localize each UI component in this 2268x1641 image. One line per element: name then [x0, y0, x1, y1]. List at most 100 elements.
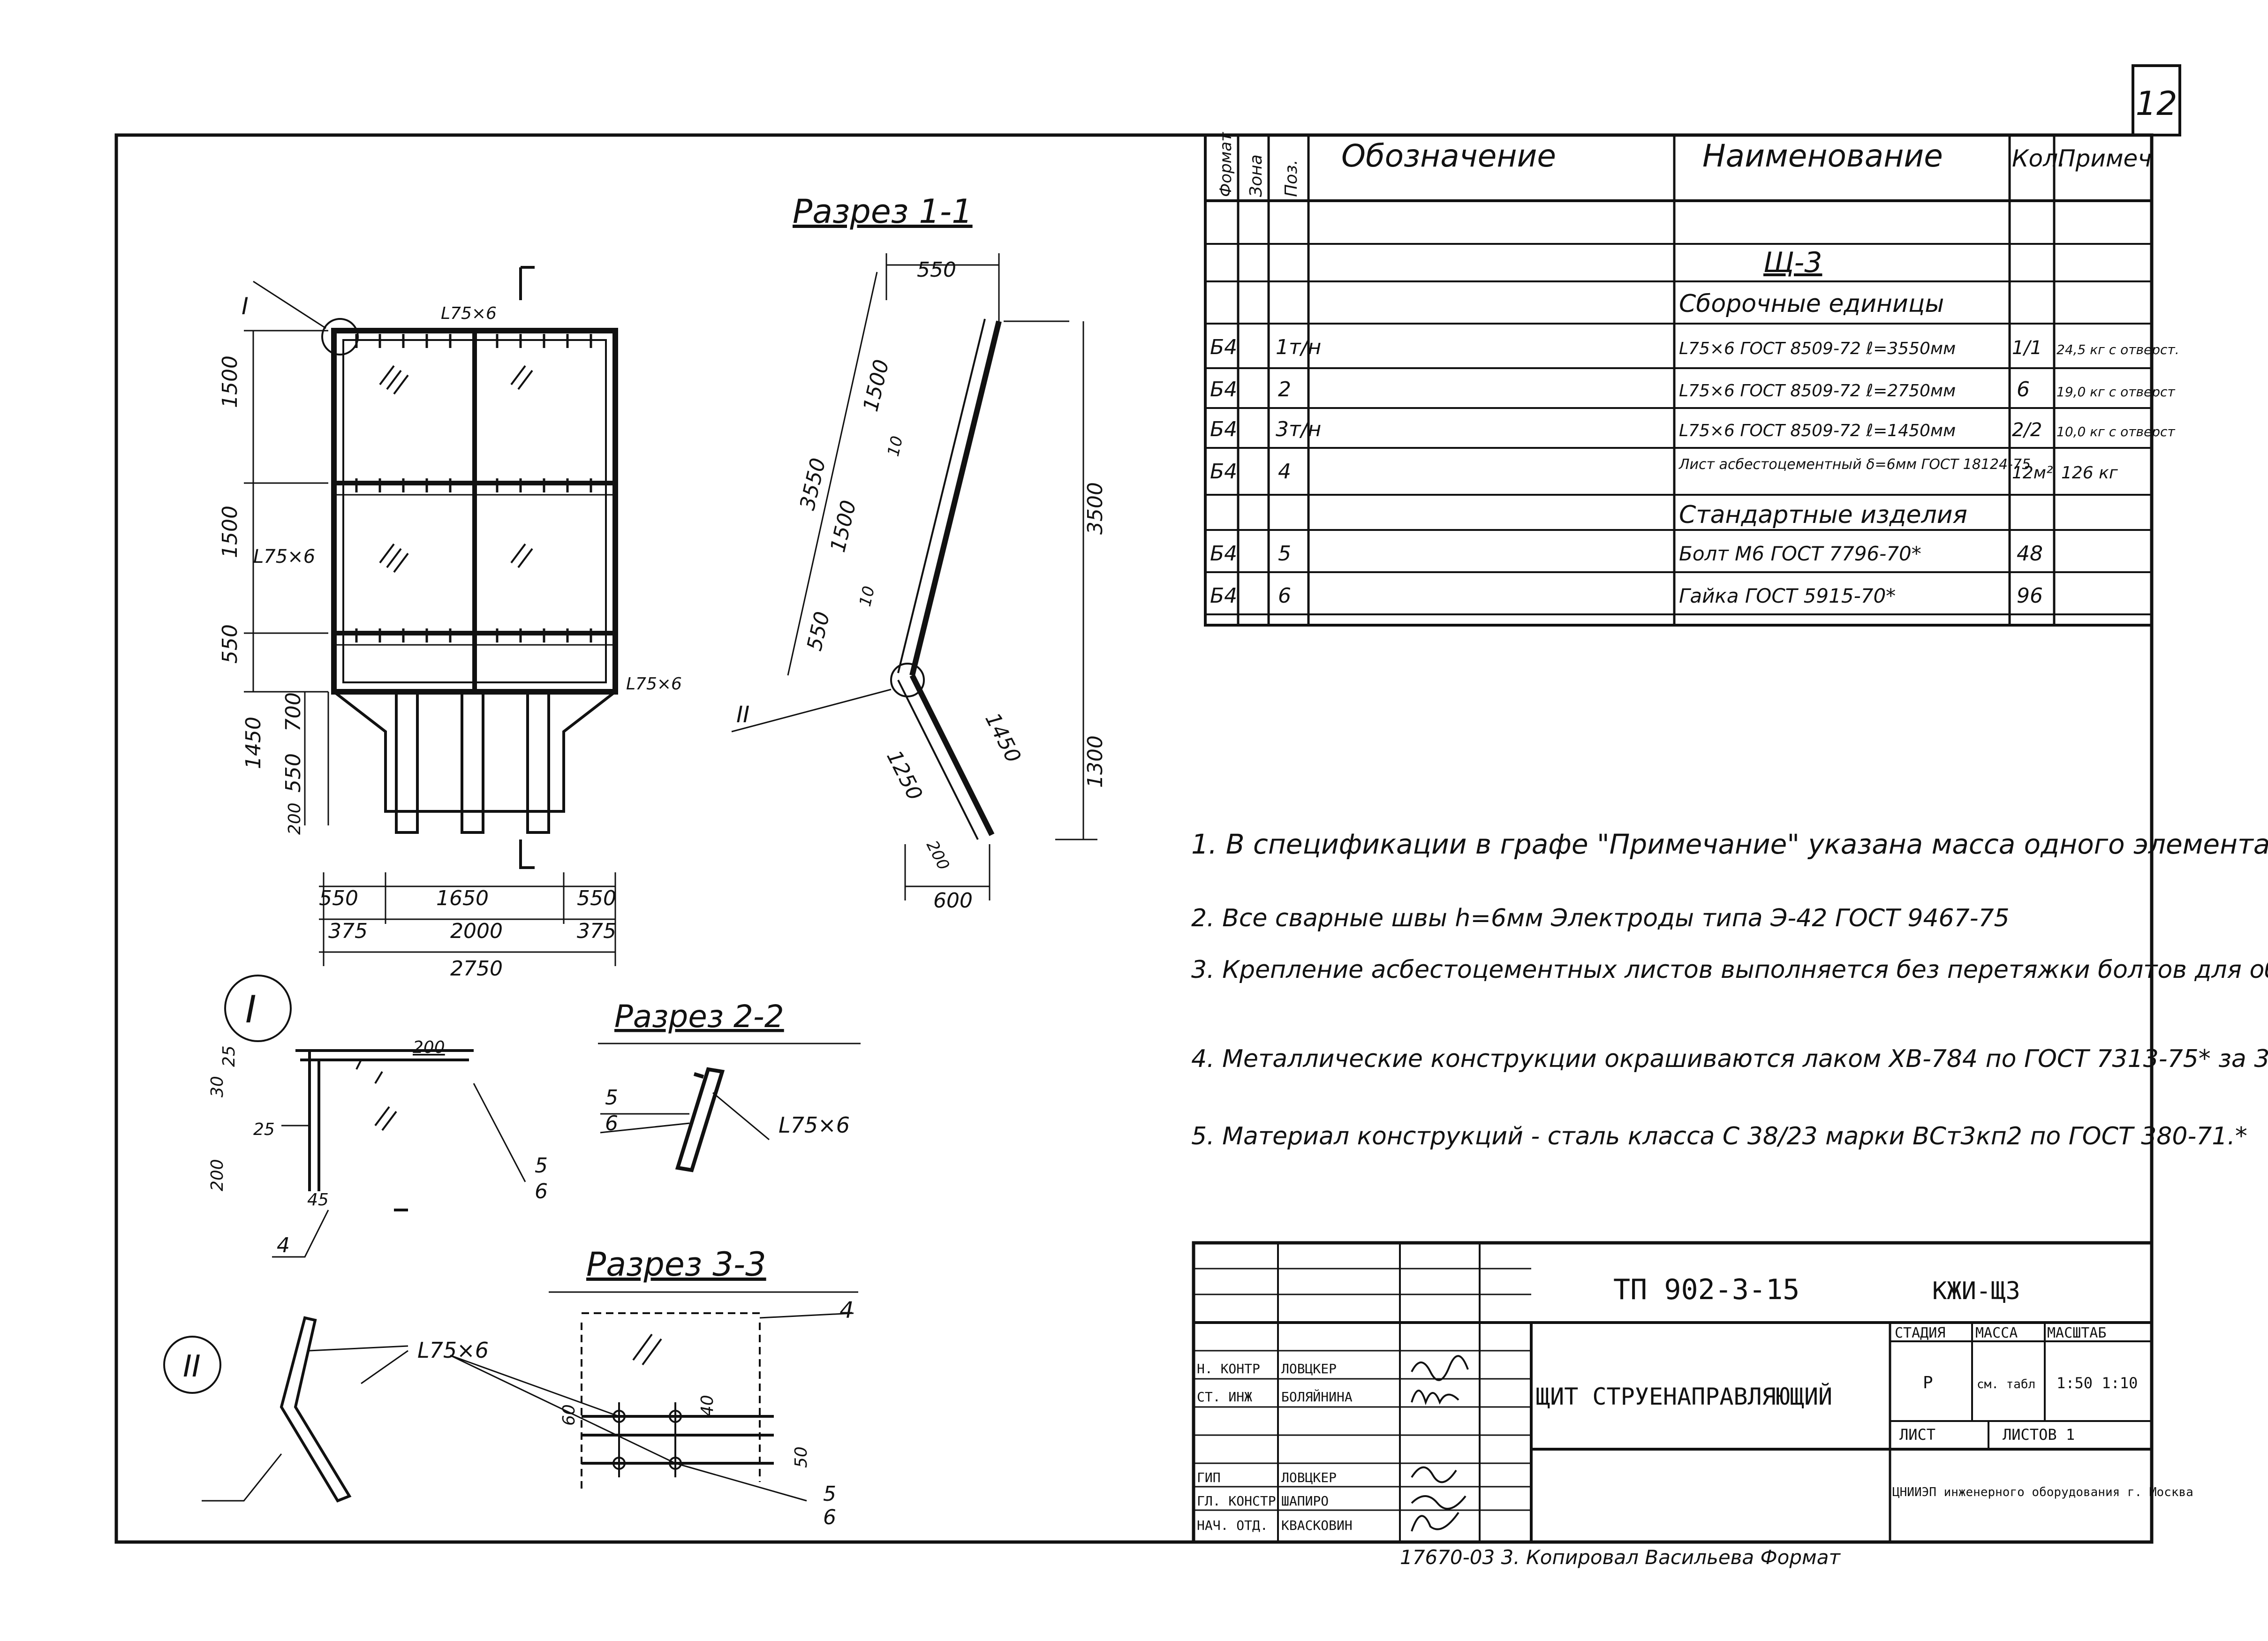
title-stage: Р: [1923, 1373, 1933, 1392]
svg-text:Б4: Б4: [1210, 335, 1237, 359]
svg-text:200: 200: [285, 802, 304, 835]
svg-text:1/1: 1/1: [2012, 337, 2042, 359]
svg-text:550: 550: [577, 886, 616, 910]
svg-text:375: 375: [328, 919, 368, 943]
svg-text:1500: 1500: [218, 506, 242, 558]
svg-text:375: 375: [577, 919, 616, 943]
section-2-2-angle: L75×6: [779, 1112, 850, 1138]
svg-text:Гайка ГОСТ 5915-70*: Гайка ГОСТ 5915-70*: [1679, 584, 1896, 607]
svg-text:1500: 1500: [218, 355, 242, 408]
section-3-3-dimensions: 60 50 40: [559, 1395, 811, 1468]
node-1-callout: I: [242, 293, 249, 320]
section-3-3-pos6: 6: [823, 1505, 836, 1529]
spec-row: Б4 4 Лист асбестоцементный δ=6мм ГОСТ 18…: [1210, 456, 2118, 484]
node-1-pos6: 6: [535, 1180, 548, 1203]
spec-row: Б4 3т/н L75×6 ГОСТ 8509-72 ℓ=1450мм 2/2 …: [1210, 417, 2175, 441]
svg-text:L75×6 ГОСТ 8509-72 ℓ=3550мм: L75×6 ГОСТ 8509-72 ℓ=3550мм: [1679, 339, 1956, 358]
svg-text:550: 550: [917, 258, 956, 282]
section-3-3-pos5: 5: [823, 1482, 836, 1506]
node-2-drawing: [163, 1316, 408, 1503]
svg-text:2000: 2000: [450, 919, 503, 943]
svg-text:1450: 1450: [242, 717, 265, 769]
sheet-number: 12: [2135, 84, 2177, 123]
title-sheets-label: ЛИСТОВ 1: [2003, 1426, 2075, 1444]
svg-text:ЛОВЦКЕР: ЛОВЦКЕР: [1281, 1470, 1337, 1485]
svg-text:96: 96: [2017, 584, 2043, 608]
svg-text:550: 550: [218, 624, 242, 664]
svg-text:1300: 1300: [1083, 735, 1107, 788]
node-2-title: II: [183, 1349, 201, 1384]
svg-text:Лист асбестоцементный δ=6мм ГО: Лист асбестоцементный δ=6мм ГОСТ 18124-7…: [1678, 456, 2031, 473]
spec-header-note: Примеч: [2058, 145, 2152, 172]
title-sheet-label: ЛИСТ: [1899, 1426, 1935, 1444]
svg-text:L75×6 ГОСТ 8509-72 ℓ=2750мм: L75×6 ГОСТ 8509-72 ℓ=2750мм: [1679, 381, 1956, 401]
node-1-title: I: [245, 988, 257, 1031]
general-notes: 1. В спецификации в графе "Примечание" у…: [1191, 828, 2268, 1150]
svg-text:1650: 1650: [436, 886, 489, 910]
svg-text:50: 50: [792, 1446, 811, 1468]
title-code: ТП 902-3-15: [1613, 1273, 1799, 1306]
svg-text:3. Крепление асбестоцементных: 3. Крепление асбестоцементных листов вып…: [1191, 956, 2268, 984]
specification-table: [1204, 134, 2153, 627]
svg-text:200: 200: [413, 1038, 445, 1057]
title-mass: см. табл: [1977, 1377, 2035, 1391]
spec-group-title: Щ-3: [1763, 246, 1822, 279]
svg-text:6: 6: [2017, 378, 2030, 401]
svg-text:1т/н: 1т/н: [1276, 335, 1321, 359]
svg-text:200: 200: [208, 1159, 227, 1191]
svg-text:550: 550: [802, 609, 835, 653]
svg-text:10: 10: [884, 434, 907, 458]
svg-text:ШАПИРО: ШАПИРО: [1281, 1493, 1329, 1509]
sheet-number-box: [2132, 64, 2181, 136]
spec-header-designation: Обозначение: [1341, 138, 1556, 174]
main-angle-label-2: L75×6: [626, 674, 682, 694]
svg-text:Б4: Б4: [1210, 378, 1237, 401]
section-3-3-drawing: [450, 1291, 858, 1502]
main-dimensions: 1500 1500 550 1450 700 550 200 550 1650 …: [218, 355, 616, 981]
node-2-callout: II: [736, 702, 749, 728]
sheet-frame: [114, 133, 2154, 1544]
spec-header-name: Наименование: [1702, 138, 1943, 174]
svg-text:Б4: Б4: [1210, 460, 1237, 484]
section-2-2-pos6: 6: [605, 1112, 618, 1135]
svg-text:550: 550: [319, 886, 358, 910]
svg-text:10,0 кг с отверст: 10,0 кг с отверст: [2056, 424, 2175, 439]
svg-text:19,0 кг с отверст: 19,0 кг с отверст: [2056, 384, 2175, 400]
footer-note: 17670-03 3. Копировал Васильева Формат: [1400, 1546, 1841, 1569]
spec-section-assembly: Сборочные единицы: [1679, 290, 1944, 318]
svg-text:2. Все сварные швы h=6мм Элект: 2. Все сварные швы h=6мм Электроды типа …: [1191, 904, 2010, 932]
title-mass-label: МАССА: [1975, 1325, 2018, 1341]
svg-text:200: 200: [922, 838, 953, 873]
svg-text:48: 48: [2017, 542, 2043, 566]
svg-text:25: 25: [253, 1120, 275, 1139]
svg-text:10: 10: [856, 584, 879, 608]
svg-text:ГИП: ГИП: [1197, 1470, 1221, 1485]
svg-text:1500: 1500: [826, 498, 861, 555]
svg-text:БОЛЯЙНИНА: БОЛЯЙНИНА: [1281, 1389, 1353, 1405]
main-elevation: [244, 266, 618, 966]
spec-row: Б4 5 Болт М6 ГОСТ 7796-70* 48: [1210, 542, 2043, 566]
section-2-2-pos5: 5: [605, 1086, 618, 1110]
svg-text:600: 600: [933, 889, 973, 913]
svg-text:Б4: Б4: [1210, 417, 1237, 441]
svg-text:1450: 1450: [980, 709, 1025, 767]
section-1-1-drawing: [731, 253, 1097, 900]
svg-text:Б4: Б4: [1210, 584, 1237, 608]
svg-text:3500: 3500: [1083, 482, 1107, 535]
section-2-2-title: Разрез 2-2: [614, 998, 784, 1035]
node-1-dimensions: 30 25 25 200 200 45: [208, 1038, 445, 1210]
svg-text:25: 25: [219, 1045, 239, 1067]
svg-text:2750: 2750: [450, 957, 503, 981]
node-2-angle: L75×6: [417, 1338, 489, 1363]
spec-header-format: Формат: [1217, 132, 1235, 197]
svg-text:1500: 1500: [859, 357, 894, 414]
svg-text:ЛОВЦКЕР: ЛОВЦКЕР: [1281, 1361, 1337, 1376]
spec-row: Б4 2 L75×6 ГОСТ 8509-72 ℓ=2750мм 6 19,0 …: [1210, 378, 2175, 401]
svg-text:1. В спецификации в графе "При: 1. В спецификации в графе "Примечание" у…: [1191, 828, 2268, 860]
svg-text:3т/н: 3т/н: [1276, 417, 1321, 441]
title-scale-label: МАСШТАБ: [2047, 1325, 2106, 1341]
svg-text:4. Металлические конструкции о: 4. Металлические конструкции окрашиваютс…: [1191, 1045, 2268, 1073]
svg-text:1250: 1250: [882, 747, 927, 804]
svg-text:12м²: 12м²: [2012, 463, 2053, 483]
